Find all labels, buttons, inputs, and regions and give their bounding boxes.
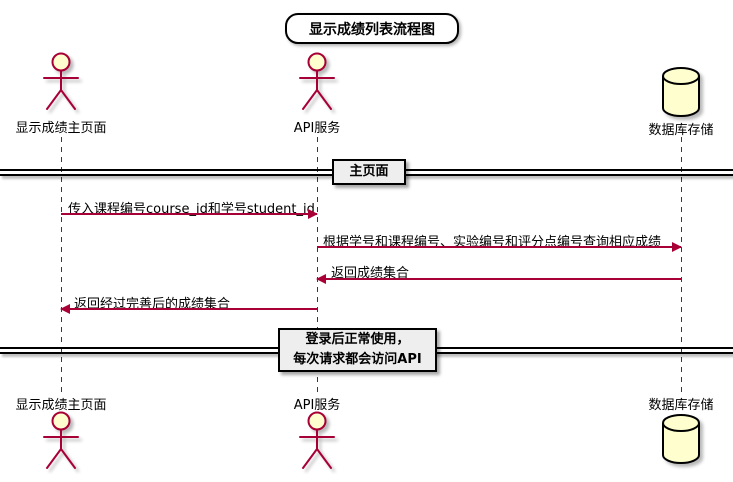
diagram-title: 显示成绩列表流程图: [285, 13, 459, 44]
divider-label-line1: 登录后正常使用，: [305, 332, 410, 347]
lifeline-api-service: [317, 137, 318, 394]
message-arrow: [60, 304, 317, 314]
diagram-title-text: 显示成绩列表流程图: [309, 21, 435, 38]
lifeline-database: [681, 137, 682, 394]
actor-icon: [43, 411, 79, 469]
arrowhead-right-icon: [308, 209, 318, 219]
message-arrow: [316, 274, 681, 284]
actor-icon: [299, 411, 335, 469]
message-arrow: [61, 209, 318, 219]
divider-label-box: 主页面: [332, 159, 406, 185]
participant-label-main-page-bottom: 显示成绩主页面: [15, 398, 107, 413]
arrowhead-left-icon: [316, 274, 326, 284]
participant-label-main-page-top: 显示成绩主页面: [15, 121, 107, 136]
participant-label-api-service-bottom: API服务: [293, 398, 341, 413]
database-icon: [662, 414, 700, 464]
participant-label-database-bottom: 数据库存储: [648, 398, 714, 413]
actor-icon: [43, 52, 79, 110]
database-icon: [662, 67, 700, 117]
message-text: 返回成绩集合: [331, 266, 410, 281]
divider-label: 主页面: [349, 164, 389, 179]
arrowhead-left-icon: [60, 304, 70, 314]
participant-label-database-top: 数据库存储: [648, 123, 714, 138]
divider-label-box: 登录后正常使用， 每次请求都会访问API: [278, 328, 437, 372]
lifeline-main-page: [61, 137, 62, 394]
arrowhead-right-icon: [672, 242, 682, 252]
actor-icon: [299, 52, 335, 110]
participant-label-api-service-top: API服务: [293, 121, 341, 136]
divider-label-line2: 每次请求都会访问API: [293, 352, 422, 367]
message-arrow: [317, 242, 682, 252]
